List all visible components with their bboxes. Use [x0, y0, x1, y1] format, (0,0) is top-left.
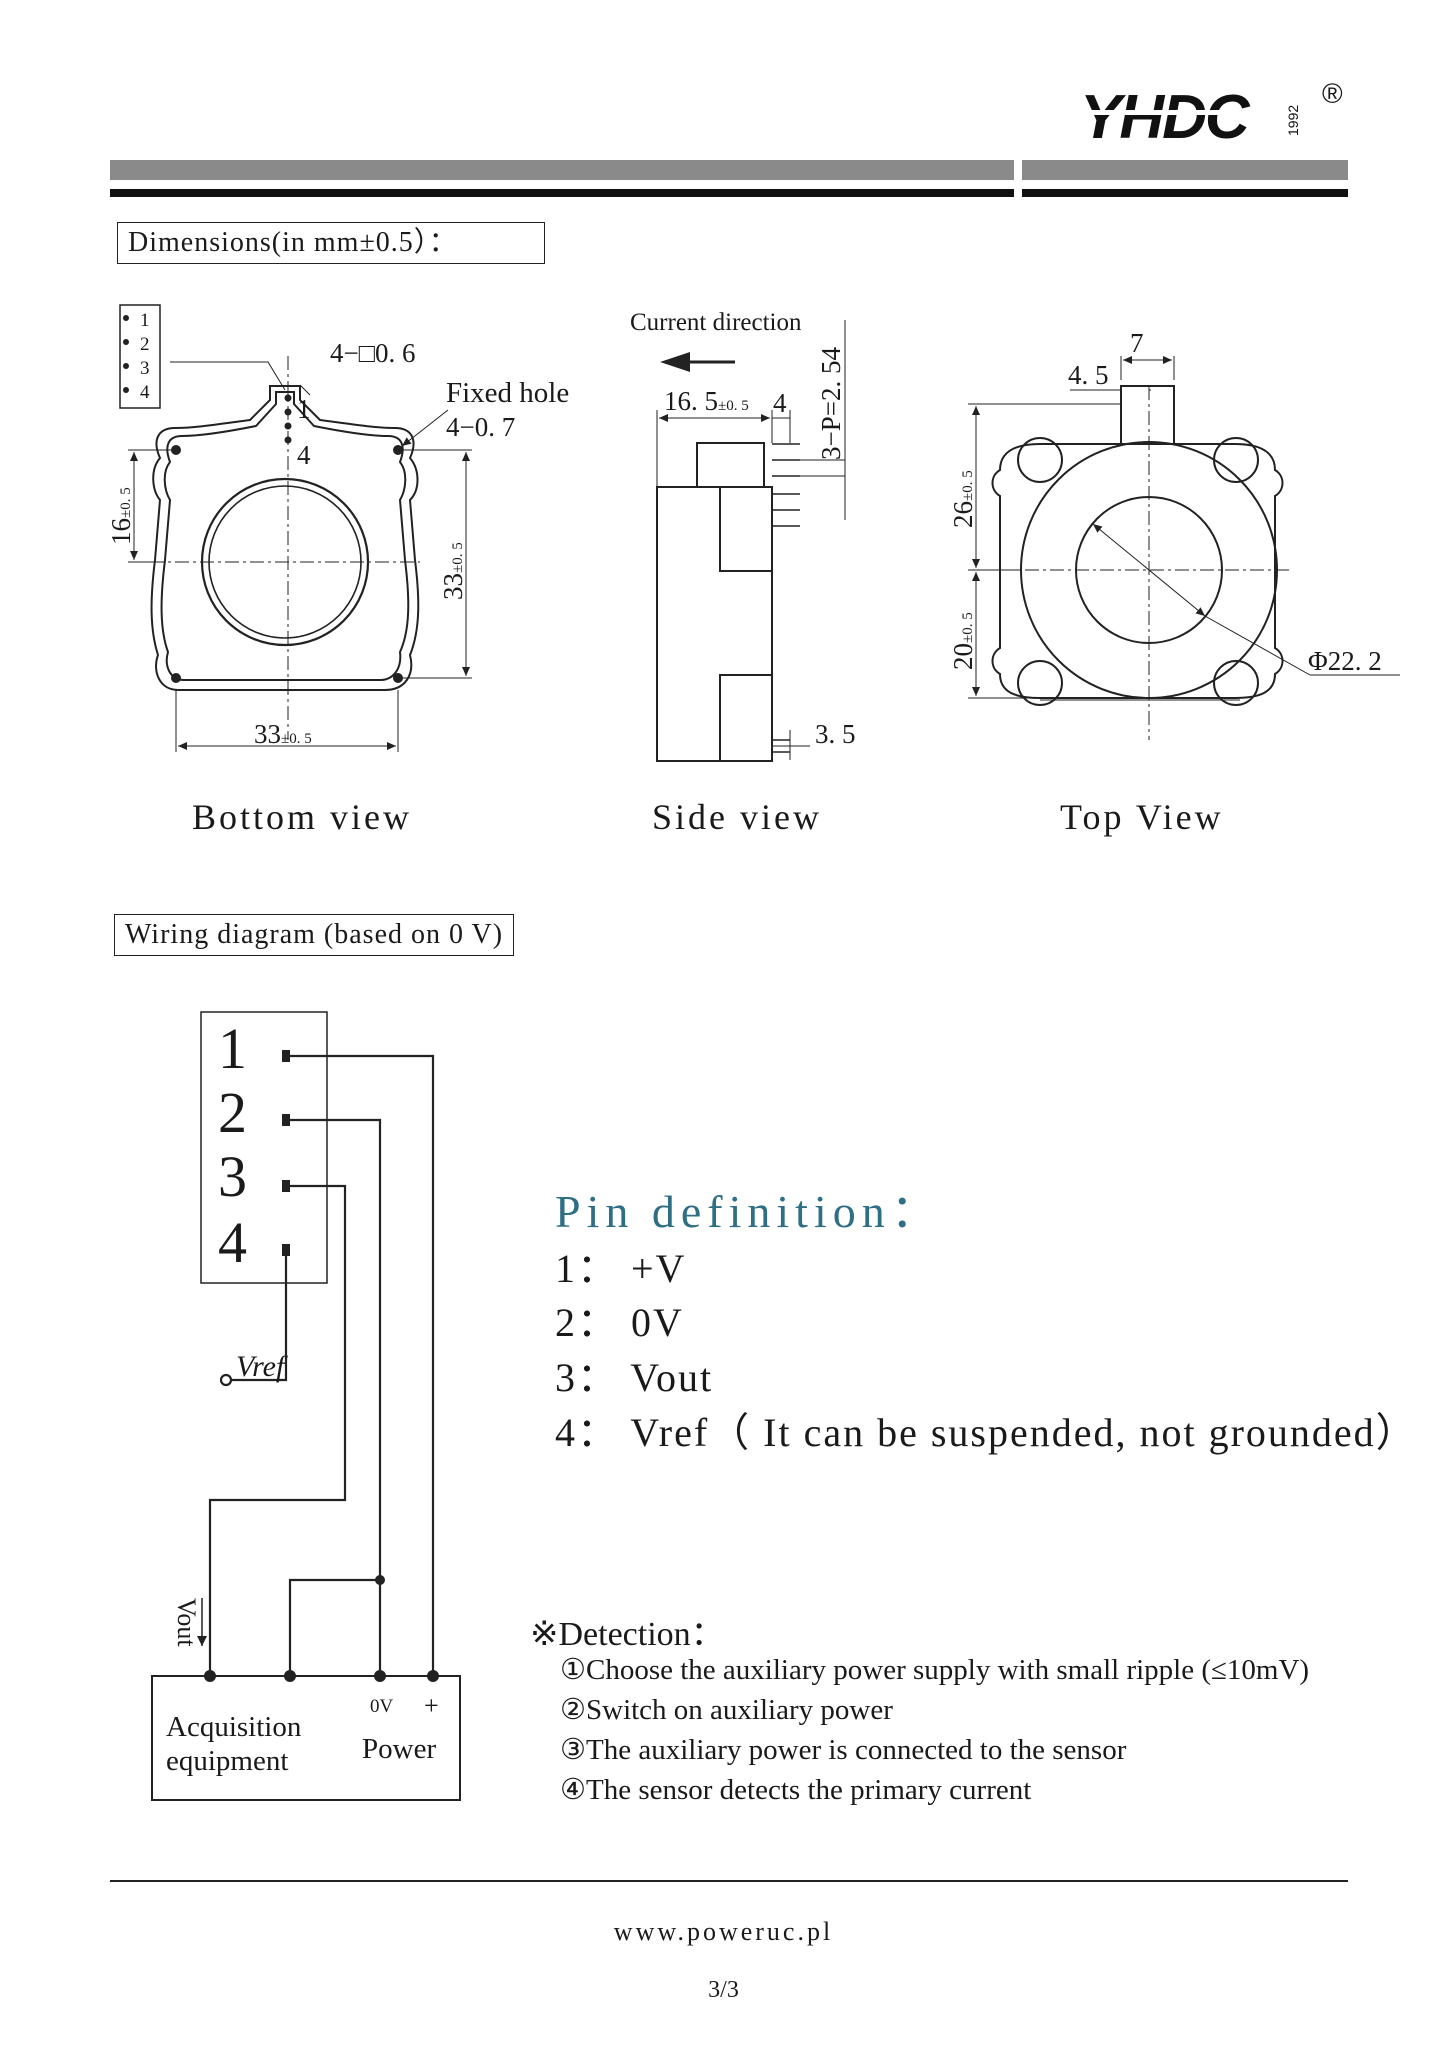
bottom-outline-outer: [150, 385, 420, 691]
header-bar-left-gray: [110, 160, 1014, 180]
svg-text:3: 3: [140, 358, 150, 379]
svg-text:Current direction: Current direction: [630, 309, 802, 336]
svg-text:4: 4: [297, 440, 311, 470]
svg-text:1: 1: [218, 1016, 247, 1081]
detection-title: ※Detection：: [530, 1616, 725, 1653]
svg-text:4: 4: [140, 382, 150, 403]
yhdc-logo: YHDC 1992: [1080, 83, 1301, 146]
svg-text:33±0. 5: 33±0. 5: [254, 719, 312, 749]
side-view-labels: Current direction 16. 5±0. 5 4 3−P=2. 54…: [630, 309, 856, 749]
svg-text:33±0. 5: 33±0. 5: [438, 542, 468, 600]
detection-item: ③The auxiliary power is connected to the…: [560, 1734, 1127, 1766]
svg-text:2: 2: [140, 334, 150, 355]
top-view-drawing: [968, 356, 1400, 740]
svg-text:Fixed hole: Fixed hole: [446, 377, 569, 409]
svg-text:4. 5: 4. 5: [1068, 360, 1109, 390]
connector-box: [200, 1011, 328, 1284]
top-view-labels: 7 4. 5 26±0. 5 20±0. 5 Φ22. 2: [948, 328, 1382, 676]
svg-text:0V: 0V: [370, 1696, 394, 1717]
svg-text:4: 4: [773, 388, 787, 418]
svg-text:1992: 1992: [1285, 105, 1301, 136]
svg-text:3. 5: 3. 5: [815, 719, 856, 749]
pin-definition-item: 2： 0V: [555, 1300, 684, 1345]
pin-definition-item: 4： Vref（ It can be suspended, not ground…: [555, 1410, 1418, 1455]
detection-item: ④The sensor detects the primary current: [560, 1774, 1032, 1806]
svg-text:equipment: equipment: [166, 1745, 288, 1777]
footer-url: www.poweruc.pl: [613, 1917, 834, 1946]
svg-text:+: +: [424, 1691, 439, 1720]
page-number: 3/3: [708, 1977, 739, 2003]
footer-divider: [110, 1880, 1348, 1882]
top-view-label: Top View: [1060, 797, 1224, 837]
side-view-label: Side view: [652, 797, 822, 837]
svg-text:16±0. 5: 16±0. 5: [106, 487, 136, 545]
svg-text:7: 7: [1130, 328, 1144, 358]
bottom-view-labels: 1 2 3 4 4−□0. 6 Fixed hole 4−0. 7 1 4 33…: [106, 310, 569, 749]
svg-text:Acquisition: Acquisition: [166, 1711, 302, 1743]
pin-legend-box: [119, 304, 161, 409]
svg-text:4−0. 7: 4−0. 7: [446, 412, 515, 442]
wiring-heading: Wiring diagram (based on 0 V): [114, 914, 515, 956]
svg-text:3−P=2. 54: 3−P=2. 54: [816, 347, 846, 460]
svg-text:1: 1: [297, 394, 311, 424]
svg-text:16. 5±0. 5: 16. 5±0. 5: [664, 386, 749, 416]
svg-text:Power: Power: [362, 1733, 436, 1765]
detection-item: ①Choose the auxiliary power supply with …: [560, 1654, 1310, 1686]
header-bar-right-black: [1022, 189, 1348, 197]
bottom-view-drawing: [119, 304, 472, 752]
wiring-labels: 1 2 3 4 Vref Vout Acquisition equipment …: [166, 1016, 439, 1777]
svg-text:1: 1: [140, 310, 150, 331]
svg-text:Vout: Vout: [172, 1598, 201, 1647]
detection-item: ②Switch on auxiliary power: [560, 1694, 893, 1726]
svg-text:4: 4: [218, 1210, 247, 1275]
header-bar-left-black: [110, 189, 1014, 197]
svg-text:3: 3: [218, 1144, 247, 1209]
svg-text:Vref: Vref: [236, 1350, 288, 1383]
bottom-view-label: Bottom view: [192, 797, 412, 837]
svg-text:20±0. 5: 20±0. 5: [948, 612, 978, 670]
header-bar-right-gray: [1022, 160, 1348, 180]
bottom-outline-inner: [160, 391, 410, 681]
svg-text:Φ22. 2: Φ22. 2: [1308, 646, 1382, 676]
registered-mark: ®: [1322, 78, 1343, 109]
dimension-drawings: 1 2 3 4 4−□0. 6 Fixed hole 4−0. 7 1 4 33…: [106, 304, 1400, 762]
svg-text:4−□0. 6: 4−□0. 6: [330, 338, 416, 368]
dimensions-heading: Dimensions(in mm±0.5）：: [117, 222, 545, 264]
pin-definition-title: Pin definition：: [555, 1186, 943, 1237]
svg-text:2: 2: [218, 1080, 247, 1145]
pin-definition-item: 3： Vout: [555, 1355, 714, 1400]
wiring-diagram: 1 2 3 4 Vref Vout Acquisition equipment …: [151, 1011, 461, 1801]
side-view-drawing: [656, 320, 846, 762]
svg-text:26±0. 5: 26±0. 5: [948, 470, 978, 528]
pin-definition-item: 1： +V: [555, 1246, 687, 1291]
